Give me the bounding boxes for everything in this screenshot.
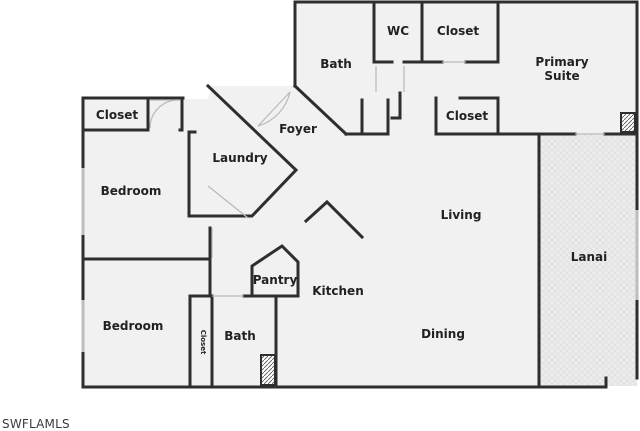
- lanai-tile-floor: [539, 134, 637, 386]
- primary-chase: [620, 112, 636, 133]
- label-lanai: Lanai: [571, 250, 608, 264]
- label-bedroom-top: Bedroom: [101, 184, 162, 198]
- label-kitchen: Kitchen: [312, 284, 364, 298]
- label-closet-vertical: Closet: [199, 330, 207, 355]
- label-bath-bottom: Bath: [224, 329, 256, 343]
- label-wc: WC: [387, 24, 409, 38]
- label-primary-suite-line1: Primary: [535, 55, 588, 69]
- label-closet-left: Closet: [96, 108, 138, 122]
- label-foyer: Foyer: [279, 122, 317, 136]
- label-closet-primary: Closet: [446, 109, 488, 123]
- label-pantry: Pantry: [253, 273, 298, 287]
- exterior-walls: [81, 0, 639, 389]
- bath-chase: [260, 354, 276, 386]
- label-dining: Dining: [421, 327, 465, 341]
- label-closet-top: Closet: [437, 24, 479, 38]
- label-laundry: Laundry: [212, 151, 267, 165]
- interior-walls: [81, 0, 639, 388]
- watermark: SWFLAMLS: [2, 417, 70, 431]
- label-living: Living: [441, 208, 482, 222]
- label-bath-top: Bath: [320, 57, 352, 71]
- label-primary-suite-line2: Suite: [544, 69, 579, 83]
- door-swings: [149, 61, 605, 297]
- label-bedroom-bottom: Bedroom: [103, 319, 164, 333]
- room-labels: WC Closet Bath Primary Suite Closet Clos…: [96, 24, 607, 355]
